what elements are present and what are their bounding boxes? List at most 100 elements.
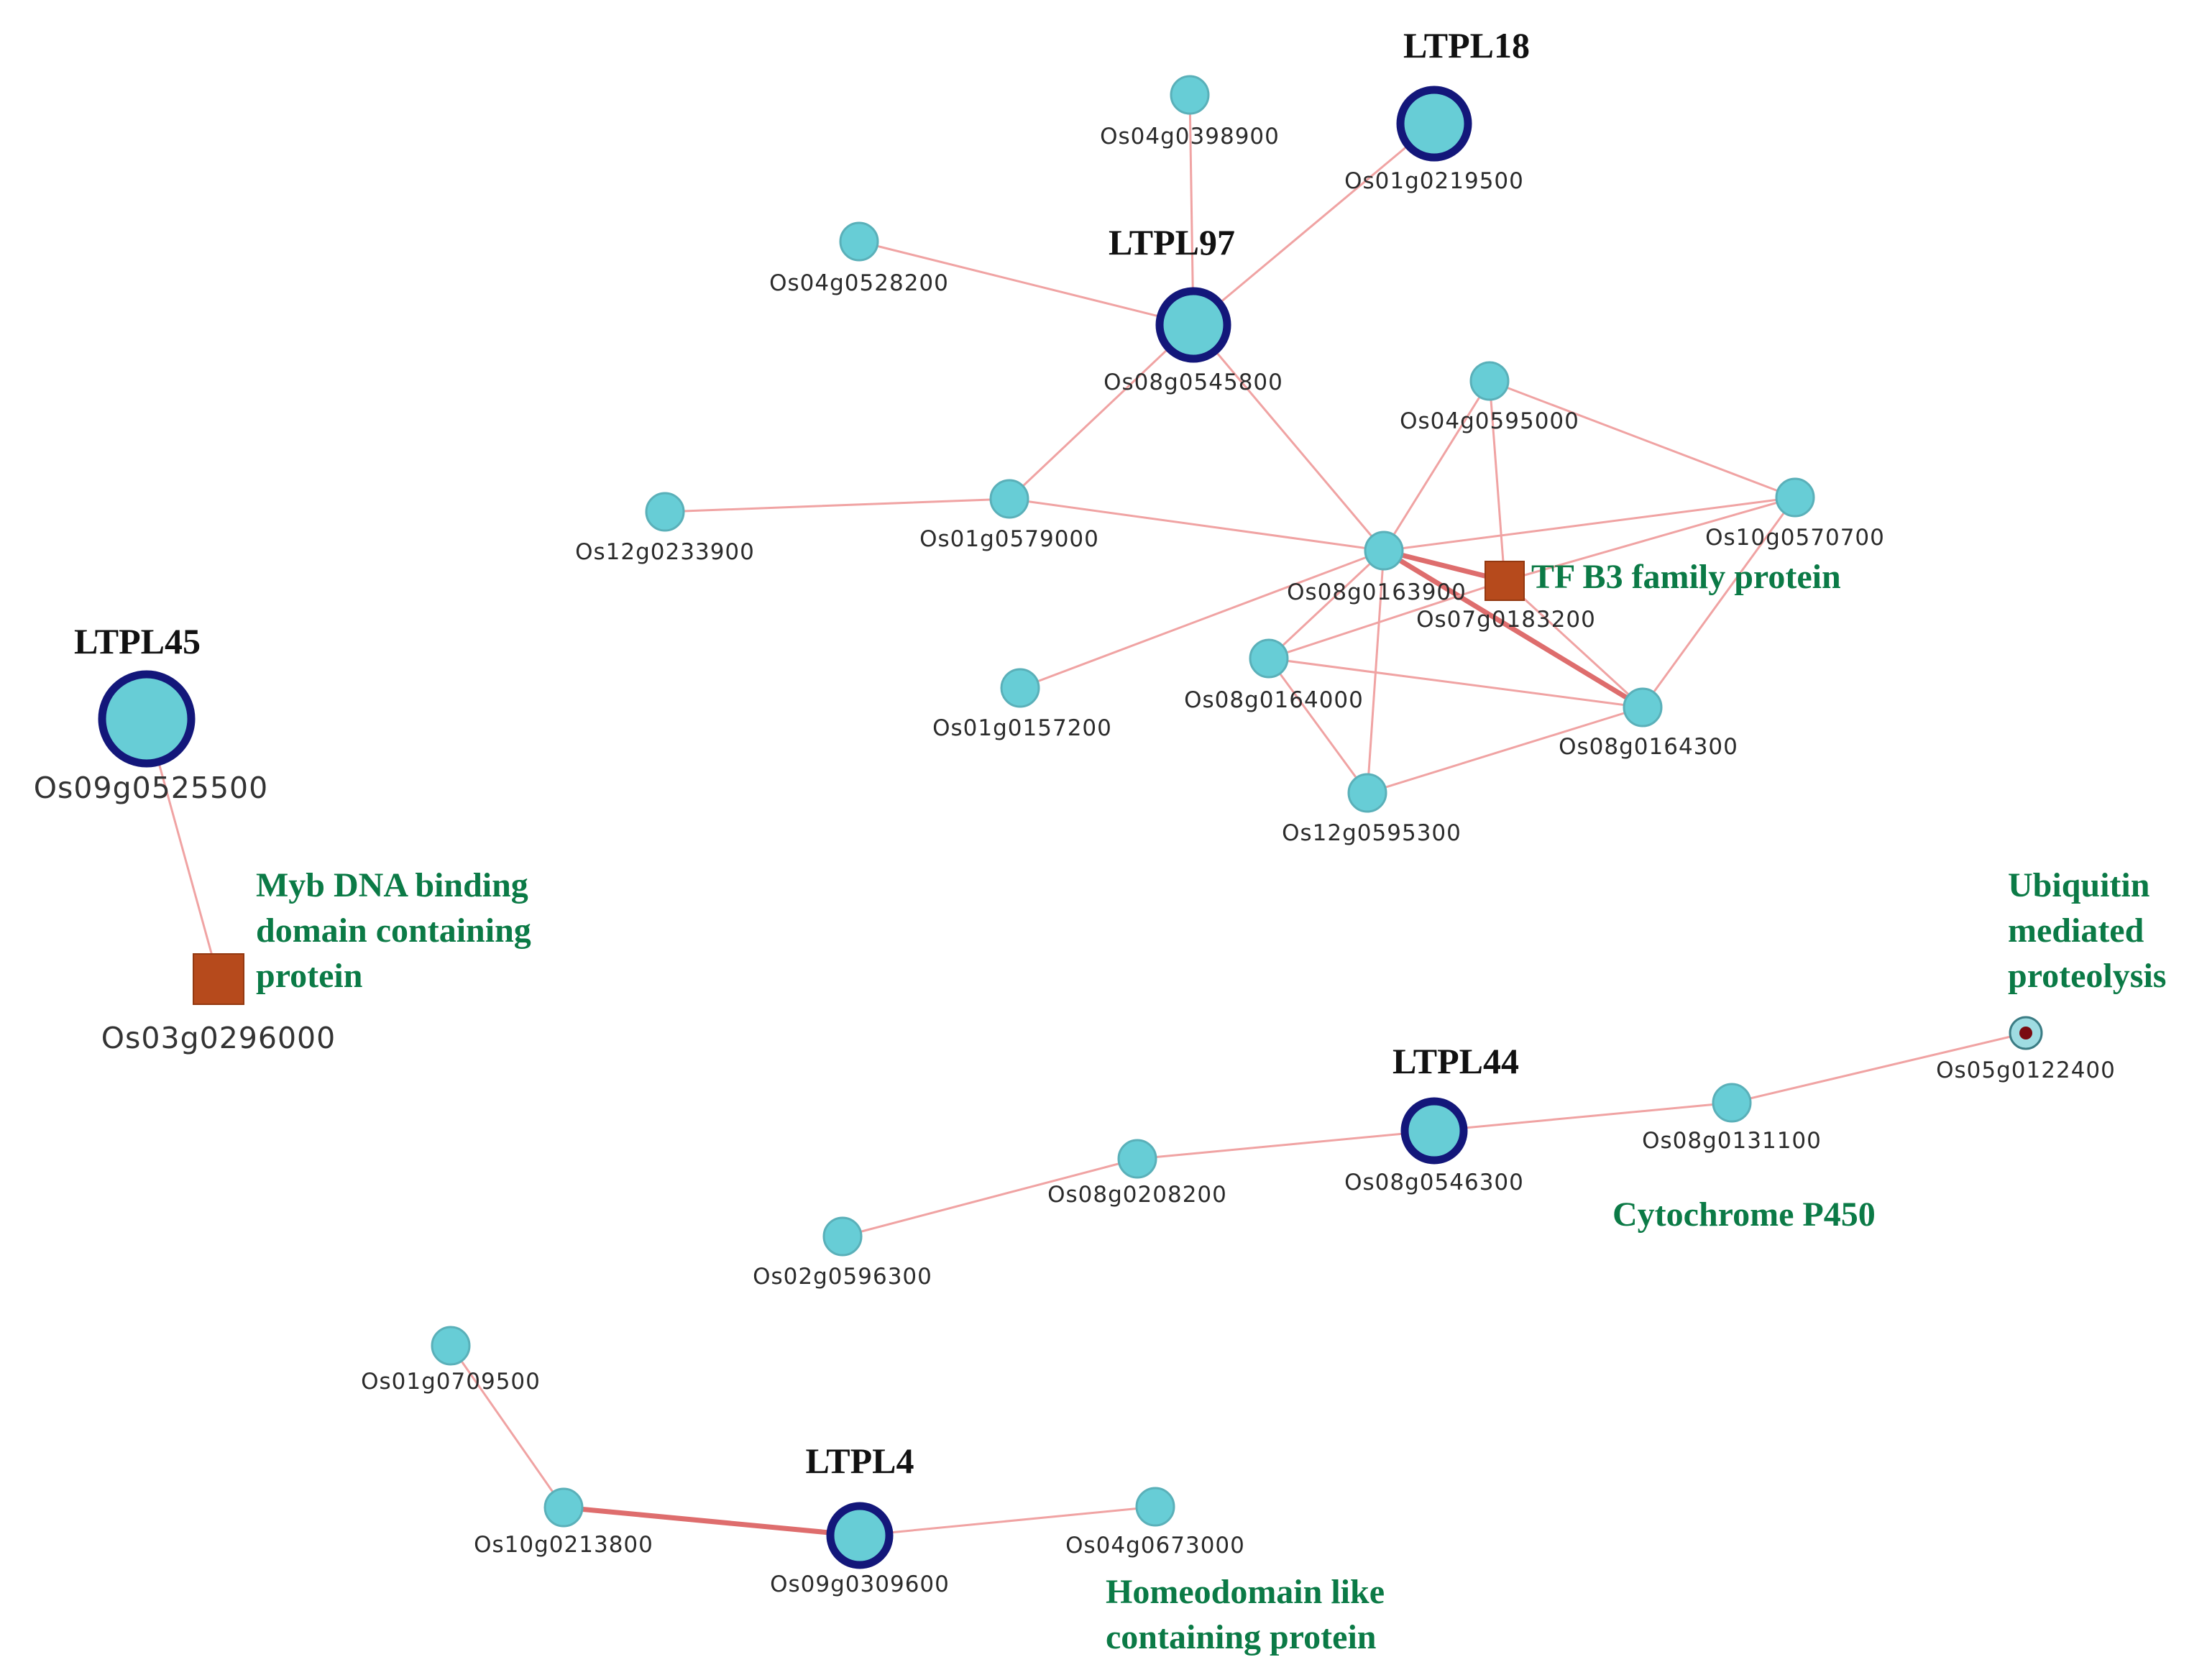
node-label-Os08g0164300: Os08g0164300 <box>1559 734 1738 760</box>
node-Os12g0595300[interactable] <box>1347 773 1387 813</box>
annotation-line: Cytochrome P450 <box>1612 1195 1876 1234</box>
edge-Os04g0528200-Os08g0545800 <box>858 240 1195 326</box>
edge-Os10g0570700-Os08g0164300 <box>1641 496 1797 709</box>
node-label-Os10g0213800: Os10g0213800 <box>474 1532 653 1558</box>
node-label-Os12g0233900: Os12g0233900 <box>575 539 755 565</box>
node-label-Os01g0579000: Os01g0579000 <box>919 526 1099 552</box>
edge-Os01g0219500-Os08g0545800 <box>1192 122 1436 326</box>
edge-layer <box>145 93 2027 1538</box>
node-ring-center <box>2019 1027 2032 1039</box>
edge-Os01g0709500-Os10g0213800 <box>449 1344 565 1509</box>
node-Os05g0122400[interactable] <box>2009 1016 2043 1050</box>
annotation-line: Ubiquitin <box>2008 866 2149 904</box>
node-Os08g0208200[interactable] <box>1117 1139 1157 1179</box>
edge-Os07g0183200-Os08g0164000 <box>1267 579 1506 660</box>
node-Os10g0213800[interactable] <box>543 1487 584 1528</box>
node-Os04g0528200[interactable] <box>839 221 879 262</box>
node-label-Os09g0309600: Os09g0309600 <box>770 1571 950 1597</box>
node-Os12g0233900[interactable] <box>645 492 685 532</box>
edge-Os12g0595300-Os08g0164300 <box>1366 706 1644 794</box>
annotation-line: protein <box>256 957 362 995</box>
node-layer <box>98 75 2043 1569</box>
annotation-line: proteolysis <box>2008 957 2166 995</box>
edge-Os08g0545800-Os01g0579000 <box>1008 323 1195 500</box>
annotation-line: domain containing <box>256 912 531 950</box>
node-label-Os04g0528200: Os04g0528200 <box>769 270 949 296</box>
node-label-Os01g0157200: Os01g0157200 <box>932 715 1112 741</box>
node-Os07g0183200[interactable] <box>1485 561 1525 601</box>
ltpl-label-ltpl4: LTPL4 <box>805 1441 914 1481</box>
node-label-Os08g0163900: Os08g0163900 <box>1287 579 1467 605</box>
node-label-Os10g0570700: Os10g0570700 <box>1705 525 1885 551</box>
node-label-Os01g0219500: Os01g0219500 <box>1344 168 1524 194</box>
edge-Os04g0595000-Os10g0570700 <box>1488 380 1797 499</box>
node-label-Os03g0296000: Os03g0296000 <box>101 1021 336 1055</box>
node-label-Os08g0131100: Os08g0131100 <box>1642 1128 1822 1154</box>
node-label-Os01g0709500: Os01g0709500 <box>361 1369 541 1395</box>
edge-Os08g0545800-Os08g0163900 <box>1192 323 1385 552</box>
edge-Os02g0596300-Os08g0208200 <box>841 1157 1139 1238</box>
node-Os02g0596300[interactable] <box>822 1216 863 1257</box>
node-Os08g0164300[interactable] <box>1623 687 1663 727</box>
node-Os03g0296000[interactable] <box>193 953 244 1005</box>
annotation-line: TF B3 family protein <box>1531 558 1841 596</box>
node-Os01g0709500[interactable] <box>431 1326 471 1366</box>
edge-Os12g0233900-Os01g0579000 <box>664 497 1011 513</box>
node-label-Os04g0595000: Os04g0595000 <box>1400 408 1579 434</box>
ltpl-label-ltpl97: LTPL97 <box>1109 222 1235 262</box>
edge-Os08g0163900-Os01g0157200 <box>1019 549 1385 689</box>
node-Os04g0595000[interactable] <box>1469 361 1510 401</box>
node-Os04g0673000[interactable] <box>1135 1487 1175 1527</box>
annotation-ubiquitin: Ubiquitin mediated proteolysis <box>2008 866 2166 995</box>
edge-Os08g0163900-Os08g0164300 <box>1381 548 1646 710</box>
node-Os10g0570700[interactable] <box>1775 477 1815 518</box>
node-label-Os08g0545800: Os08g0545800 <box>1104 369 1283 395</box>
edge-Os10g0570700-Os08g0163900 <box>1382 496 1797 552</box>
annotation-line: containing protein <box>1106 1618 1377 1656</box>
node-Os08g0546300[interactable] <box>1400 1097 1468 1165</box>
edge-Os09g0309600-Os04g0673000 <box>858 1505 1157 1537</box>
edge-Os07g0183200-Os08g0164300 <box>1503 579 1644 709</box>
ltpl-label-ltpl44: LTPL44 <box>1392 1041 1519 1081</box>
node-label-Os09g0525500: Os09g0525500 <box>34 771 268 805</box>
node-label-Os04g0398900: Os04g0398900 <box>1100 124 1280 150</box>
node-label-Os12g0595300: Os12g0595300 <box>1282 820 1462 846</box>
ltpl-label-ltpl45: LTPL45 <box>74 621 201 661</box>
annotation-cyp450: Cytochrome P450 <box>1612 1195 1876 1234</box>
edge-Os04g0595000-Os08g0163900 <box>1382 380 1491 552</box>
node-label-Os08g0546300: Os08g0546300 <box>1344 1170 1524 1195</box>
annotation-tf-b3: TF B3 family protein <box>1531 558 1841 596</box>
edge-Os08g0546300-Os08g0131100 <box>1433 1101 1733 1132</box>
edge-Os10g0570700-Os07g0183200 <box>1503 496 1797 582</box>
edge-Os08g0164000-Os08g0164300 <box>1267 657 1644 709</box>
node-label-Os04g0673000: Os04g0673000 <box>1065 1533 1245 1559</box>
edge-Os01g0579000-Os08g0163900 <box>1008 497 1385 552</box>
node-label-Os02g0596300: Os02g0596300 <box>753 1264 932 1290</box>
node-Os01g0157200[interactable] <box>1000 668 1040 708</box>
node-Os08g0131100[interactable] <box>1712 1083 1752 1123</box>
node-Os08g0545800[interactable] <box>1155 287 1231 363</box>
edge-Os10g0213800-Os09g0309600 <box>561 1505 863 1538</box>
node-label-layer: Os04g0398900Os01g0219500Os04g0528200Os08… <box>34 124 2116 1597</box>
annotation-homeodomain: Homeodomain like containing protein <box>1106 1573 1385 1656</box>
node-Os08g0163900[interactable] <box>1364 531 1404 571</box>
node-label-Os07g0183200: Os07g0183200 <box>1416 607 1596 633</box>
node-Os09g0525500[interactable] <box>98 670 196 768</box>
node-Os01g0579000[interactable] <box>989 479 1029 519</box>
node-Os04g0398900[interactable] <box>1170 75 1210 115</box>
edge-Os04g0595000-Os07g0183200 <box>1488 380 1506 582</box>
node-label-Os05g0122400: Os05g0122400 <box>1936 1057 2116 1083</box>
node-Os09g0309600[interactable] <box>826 1502 894 1569</box>
annotation-line: mediated <box>2008 912 2144 950</box>
node-label-Os08g0164000: Os08g0164000 <box>1184 687 1364 713</box>
edge-Os08g0208200-Os08g0546300 <box>1136 1129 1436 1160</box>
annotation-line: Homeodomain like <box>1106 1573 1385 1611</box>
node-Os08g0164000[interactable] <box>1249 638 1289 679</box>
edge-Os08g0164000-Os12g0595300 <box>1267 657 1369 794</box>
ltpl-label-ltpl18: LTPL18 <box>1403 25 1530 65</box>
node-Os01g0219500[interactable] <box>1396 86 1472 162</box>
